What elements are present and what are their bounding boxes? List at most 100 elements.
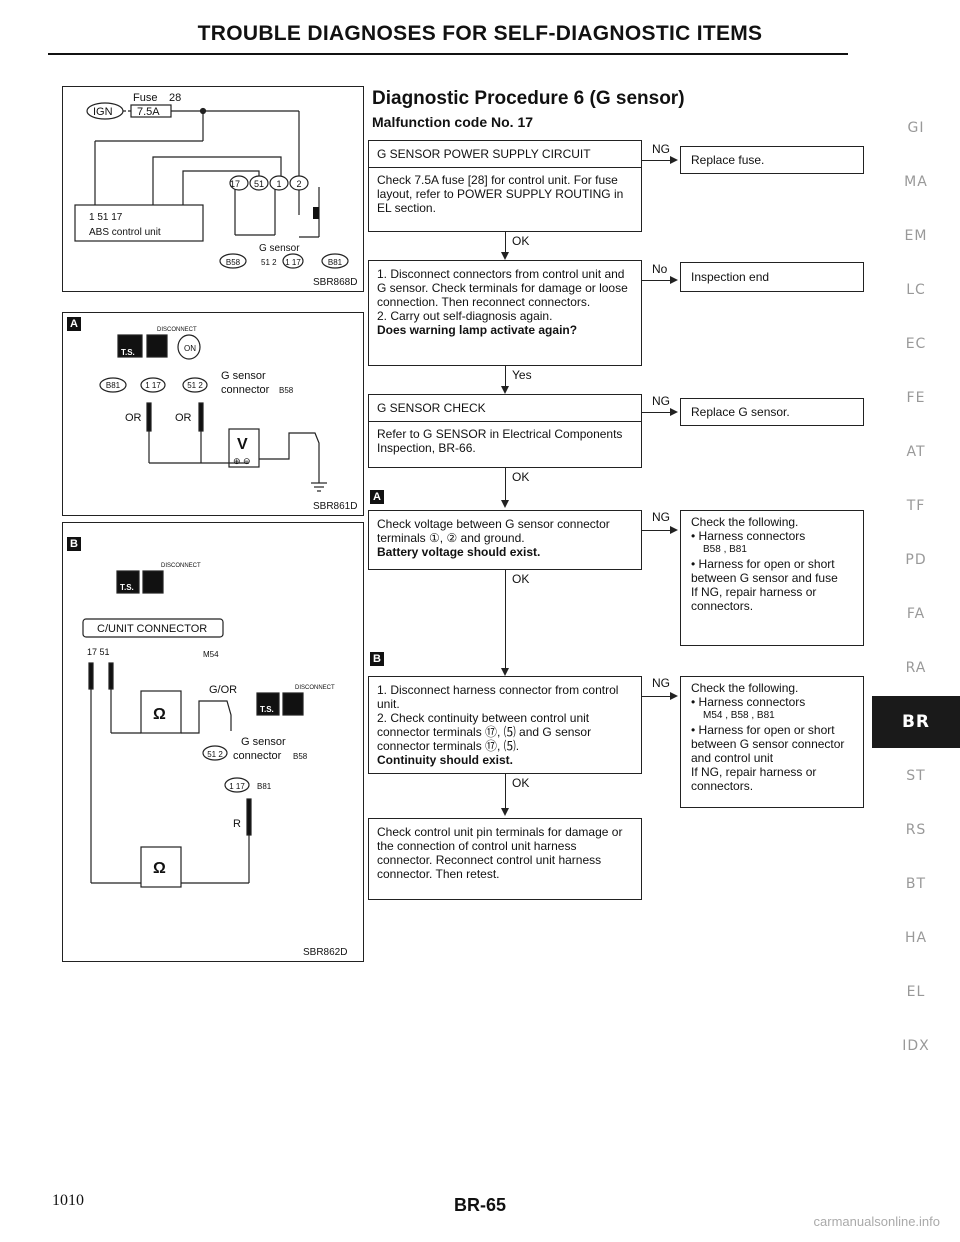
tab-fe[interactable]: FE	[906, 390, 926, 406]
step1-ng-line	[642, 160, 672, 161]
step5-result: Check the following. • Harness connector…	[680, 676, 864, 808]
step5-result-conns: M54 , B58 , B81	[703, 710, 775, 721]
tab-st[interactable]: ST	[906, 768, 926, 784]
tab-gi[interactable]: GI	[907, 120, 925, 136]
tab-ra[interactable]: RA	[905, 660, 927, 676]
step5-result-title: Check the following.	[691, 681, 799, 695]
step5-ok-line	[505, 774, 506, 808]
voltage-check-panel: A DISCONNECT T.S. ON B81 1 17	[62, 312, 364, 516]
step4-bold: Battery voltage should exist.	[377, 545, 541, 559]
step2-question: Does warning lamp activate again?	[377, 323, 578, 337]
step5-box: 1. Disconnect harness connector from con…	[368, 676, 642, 774]
tab-ha[interactable]: HA	[904, 930, 928, 946]
ign-label: IGN	[93, 106, 113, 118]
g-sensor-line2: connector	[233, 750, 282, 762]
tab-br[interactable]: BR	[872, 696, 960, 748]
step4-result-end: If NG, repair harness or connectors.	[691, 585, 817, 613]
step4-ng: NG	[652, 510, 670, 524]
step4-ng-line	[642, 530, 672, 531]
tab-idx[interactable]: IDX	[902, 1038, 930, 1054]
step6-body: Check control unit pin terminals for dam…	[377, 825, 623, 881]
step5-ok: OK	[512, 776, 530, 790]
tab-fa[interactable]: FA	[906, 606, 926, 622]
voltmeter-v: V	[237, 436, 248, 453]
step3-box: G SENSOR CHECK Refer to G SENSOR in Elec…	[368, 394, 642, 468]
on-label: ON	[184, 344, 196, 353]
continuity-check-diagram: DISCONNECT T.S. C/UNIT CONNECTOR 17 51 M…	[82, 563, 347, 958]
fuse-amp: 7.5A	[137, 106, 160, 118]
conn-b58-pins: 51 2	[187, 381, 203, 390]
step1-ng: NG	[652, 142, 670, 156]
sensor-conn-b58: B58	[293, 752, 308, 761]
step5-result-end: If NG, repair harness or connectors.	[691, 765, 817, 793]
wire-g-or: G/OR	[209, 684, 237, 696]
pin-1: 1	[276, 179, 281, 189]
g-sensor-line2: connector	[221, 384, 270, 396]
step2-result: Inspection end	[680, 262, 864, 292]
pin-51: 51	[254, 179, 264, 189]
step4-result-b2: • Harness for open or short between G se…	[691, 557, 838, 585]
tab-lc[interactable]: LC	[906, 282, 926, 298]
step1-head: G SENSOR POWER SUPPLY CIRCUIT	[369, 141, 641, 168]
step5-result-b2: • Harness for open or short between G se…	[691, 723, 845, 765]
tab-em[interactable]: EM	[904, 228, 928, 244]
cunit-pins: 17 51	[87, 647, 110, 657]
step4-body: Check voltage between G sensor connector…	[377, 517, 610, 545]
tab-ma[interactable]: MA	[904, 174, 928, 190]
step1-body: Check 7.5A fuse [28] for control unit. F…	[377, 173, 624, 215]
tab-ec[interactable]: EC	[905, 336, 927, 352]
step5-ok-arrow	[501, 808, 509, 816]
step3-ng-arrow	[670, 408, 678, 416]
g-sensor-line1: G sensor	[221, 370, 266, 382]
disconnect-label: DISCONNECT	[161, 563, 201, 569]
disconnect-label-2: DISCONNECT	[295, 685, 335, 691]
step2-yes-arrow	[501, 386, 509, 394]
ts-label: T.S.	[121, 348, 135, 357]
tab-rs[interactable]: RS	[905, 822, 927, 838]
pin-2: 2	[296, 179, 301, 189]
page-code: BR-65	[453, 1195, 506, 1215]
disconnect-label: DISCONNECT	[157, 327, 197, 333]
tab-bt[interactable]: BT	[905, 876, 927, 892]
step3-ng: NG	[652, 394, 670, 408]
step2-box: 1. Disconnect connectors from control un…	[368, 260, 642, 366]
ts-label-2: T.S.	[260, 705, 274, 714]
conn-b58-pins: 51 2	[261, 258, 277, 267]
cunit-connector-label: C/UNIT CONNECTOR	[97, 623, 207, 635]
step4-ng-arrow	[670, 526, 678, 534]
step1-result: Replace fuse.	[680, 146, 864, 174]
wire-or-2: OR	[175, 412, 192, 424]
fuse-number: 28	[169, 92, 181, 104]
diagram-code: SBR868D	[313, 277, 357, 288]
step5-line2: 2. Check continuity between control unit…	[377, 711, 592, 753]
tab-pd[interactable]: PD	[905, 552, 927, 568]
voltage-check-diagram: DISCONNECT T.S. ON B81 1 17 51 2 G senso…	[99, 327, 357, 512]
tab-el[interactable]: EL	[906, 984, 926, 1000]
step5-bold: Continuity should exist.	[377, 753, 514, 767]
step4-result-b1: • Harness connectors	[691, 529, 806, 543]
voltmeter-terminals: ⊕ ⊖	[233, 456, 251, 466]
ohmmeter-1: Ω	[153, 706, 166, 723]
tab-tf[interactable]: TF	[906, 498, 926, 514]
step6-box: Check control unit pin terminals for dam…	[368, 818, 642, 900]
conn-b81-pins: 1 17	[285, 258, 301, 267]
step5-ng-line	[642, 696, 672, 697]
wiring-diagram-panel: IGN Fuse 28 7.5A 17 51 1 2 1 51 17 ABS c…	[62, 86, 364, 292]
page-header: TROUBLE DIAGNOSES FOR SELF-DIAGNOSTIC IT…	[197, 22, 763, 45]
step5-line1: 1. Disconnect harness connector from con…	[377, 683, 619, 711]
step3-ok: OK	[512, 470, 530, 484]
step3-ng-line	[642, 412, 672, 413]
cunit-conn-m54: M54	[203, 650, 219, 659]
step3-head: G SENSOR CHECK	[369, 395, 641, 422]
step5-ng: NG	[652, 676, 670, 690]
tab-at[interactable]: AT	[906, 444, 926, 460]
step4-ok-line	[505, 570, 506, 668]
step2-no-line	[642, 280, 672, 281]
step4-result: Check the following. • Harness connector…	[680, 510, 864, 646]
page-number-left: 1010	[52, 1192, 84, 1209]
procedure-title: Diagnostic Procedure 6 (G sensor)	[372, 88, 685, 109]
step4-ok-arrow	[501, 668, 509, 676]
ohmmeter-2: Ω	[153, 860, 166, 877]
step2-no-arrow	[670, 276, 678, 284]
step2-no: No	[652, 262, 668, 276]
